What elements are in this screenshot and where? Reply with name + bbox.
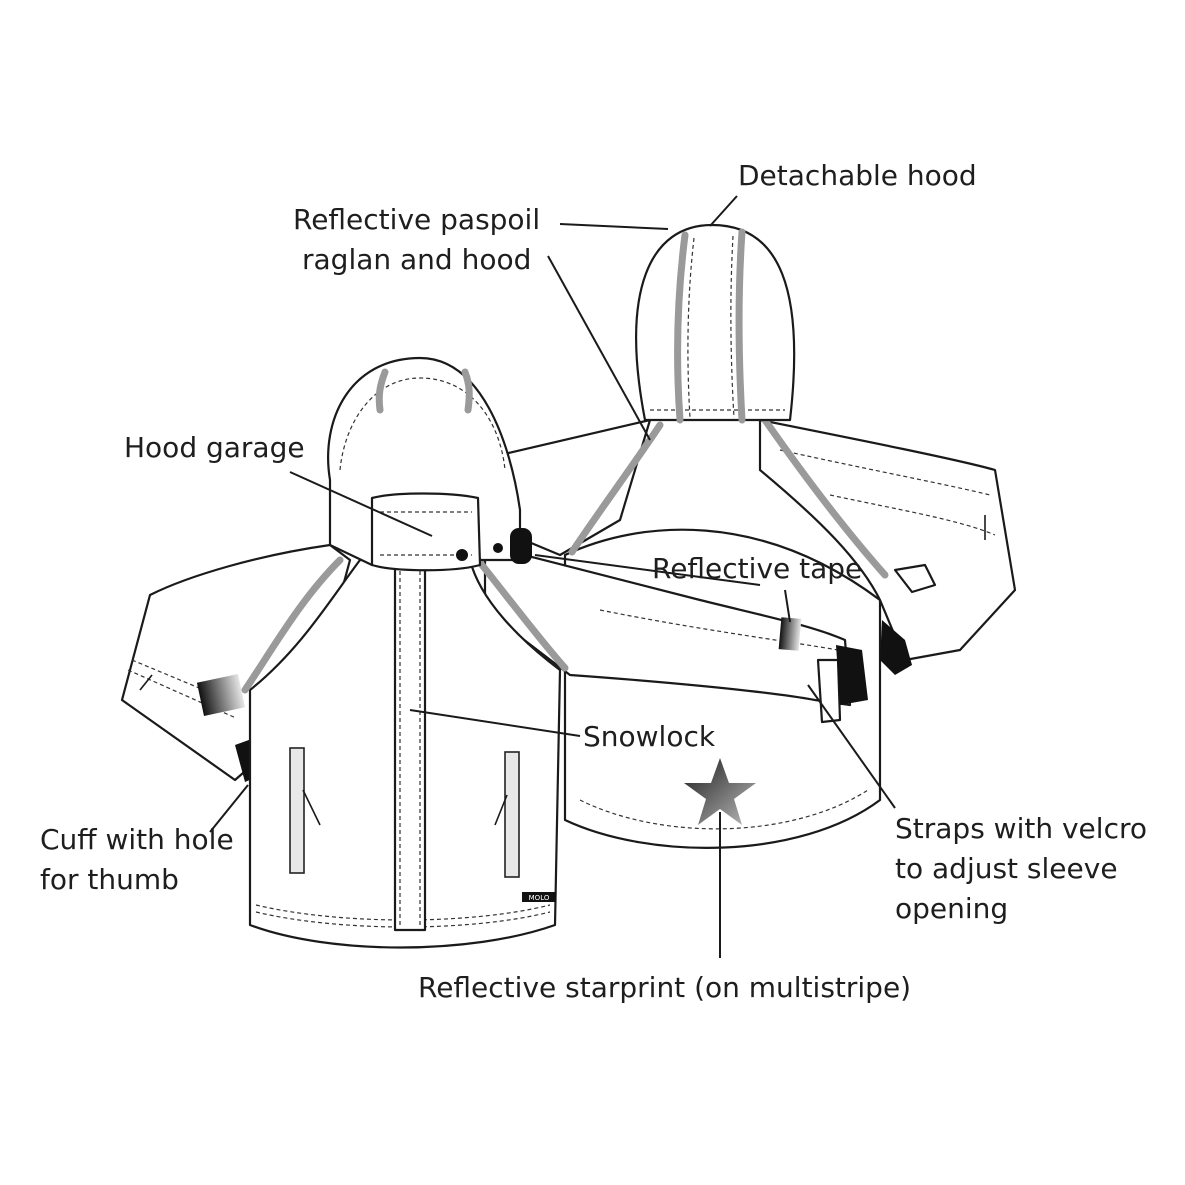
reflective-tape-left [196,674,246,716]
label-paspoil-line2: raglan and hood [302,243,531,276]
hood-garage [370,492,482,572]
snap-button-2 [493,543,503,553]
label-straps-line1: Straps with velcro [895,812,1147,845]
label-starprint: Reflective starprint (on multistripe) [418,971,911,1004]
reflective-tape-right [778,617,802,651]
back-raglan-left [568,421,664,556]
label-cuff-line2: for thumb [40,863,179,896]
label-cuff-line1: Cuff with hole [40,823,234,856]
zipper-icon [289,747,520,878]
velcro-strap [816,658,842,724]
snap-button [456,549,468,561]
brand-tag-text: MOLO [529,894,550,902]
label-paspoil-line1: Reflective paspoil [293,203,540,236]
callout-labels: Detachable hood Reflective paspoil ragla… [40,159,1147,1004]
hood-fastener [510,528,532,564]
label-hood-garage: Hood garage [124,431,305,464]
front-jacket: MOLO [120,508,868,949]
back-strap [893,563,937,594]
back-raglan-right [761,416,889,579]
front-sleeve-right [483,543,852,707]
star-icon [684,758,756,825]
label-detachable-hood: Detachable hood [738,159,977,192]
label-reflective-tape: Reflective tape [652,552,862,585]
leader-lines [209,195,896,958]
label-snowlock: Snowlock [583,720,716,753]
label-straps-line3: opening [895,892,1008,925]
front-cuff-right [836,645,868,705]
front-hood [327,356,532,572]
back-cuff [880,620,912,675]
label-straps-line2: to adjust sleeve [895,852,1118,885]
detachable-hood [635,223,796,424]
brand-tag [522,892,556,902]
back-sleeve-right [758,418,1017,662]
